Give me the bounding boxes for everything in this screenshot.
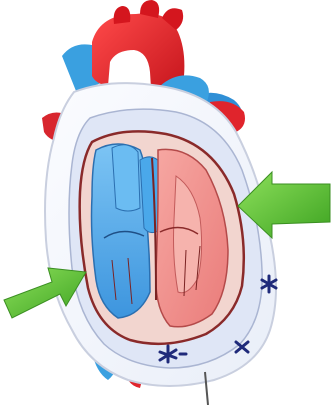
right-atrium [112,145,140,211]
